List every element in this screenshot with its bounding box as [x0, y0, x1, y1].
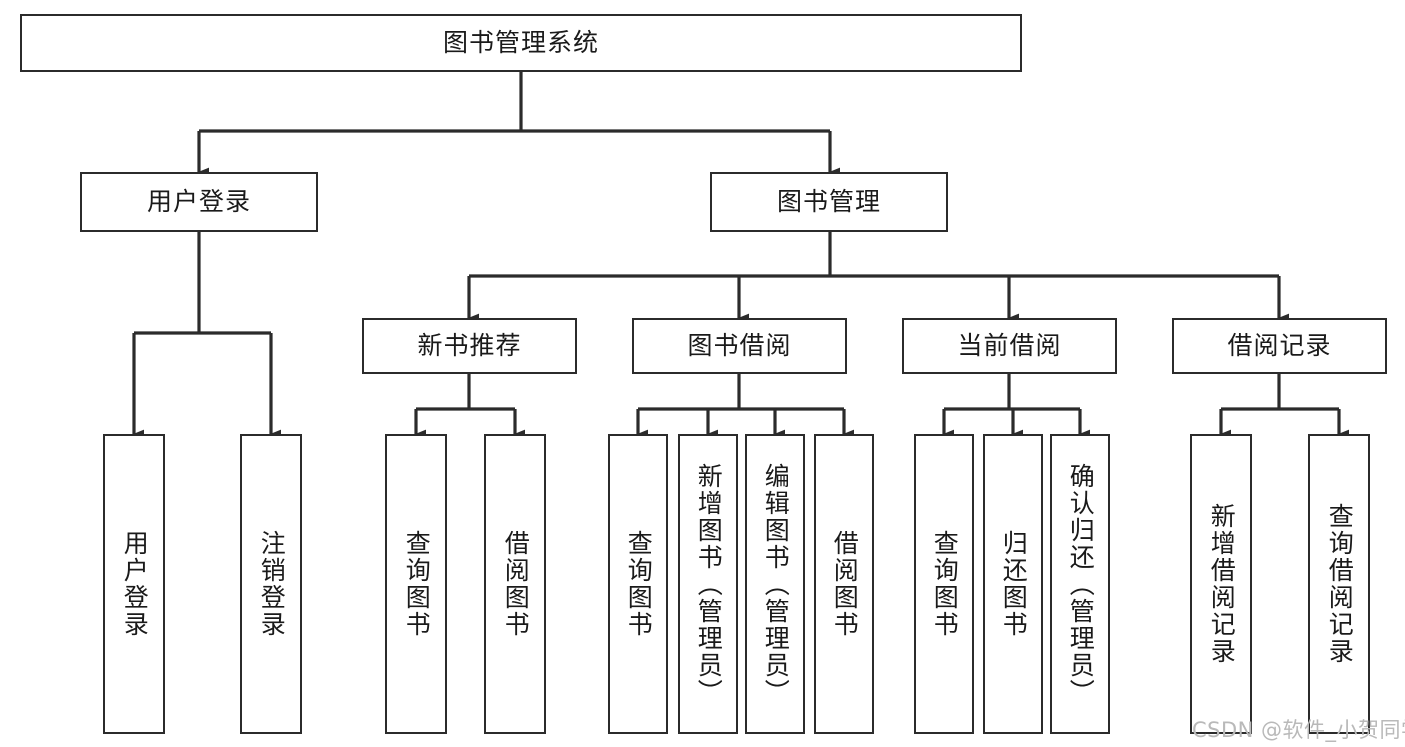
leaf-borrow-book[interactable]: 借阅图书 [814, 434, 874, 734]
node-borrow-record[interactable]: 借阅记录 [1172, 318, 1387, 374]
leaf-user-logout[interactable]: 注销登录 [240, 434, 302, 734]
node-book-borrow[interactable]: 图书借阅 [632, 318, 847, 374]
leaf-query-book-current[interactable]: 查询图书 [914, 434, 974, 734]
csdn-watermark: CSDN @软件_小贺同学 [1192, 718, 1405, 742]
node-new-book-recommend[interactable]: 新书推荐 [362, 318, 577, 374]
leaf-return-book[interactable]: 归还图书 [983, 434, 1043, 734]
leaf-query-book-recommend[interactable]: 查询图书 [385, 434, 447, 734]
leaf-add-borrow-record[interactable]: 新增借阅记录 [1190, 434, 1252, 734]
leaf-query-book-borrow[interactable]: 查询图书 [608, 434, 668, 734]
leaf-add-book-admin[interactable]: 新增图书（管理员） [678, 434, 738, 734]
node-root-system[interactable]: 图书管理系统 [20, 14, 1022, 72]
leaf-user-login[interactable]: 用户登录 [103, 434, 165, 734]
node-book-manage[interactable]: 图书管理 [710, 172, 948, 232]
node-user-login[interactable]: 用户登录 [80, 172, 318, 232]
leaf-query-borrow-record[interactable]: 查询借阅记录 [1308, 434, 1370, 734]
leaf-edit-book-admin[interactable]: 编辑图书（管理员） [745, 434, 805, 734]
node-current-borrow[interactable]: 当前借阅 [902, 318, 1117, 374]
leaf-confirm-return-admin[interactable]: 确认归还（管理员） [1050, 434, 1110, 734]
leaf-borrow-book-recommend[interactable]: 借阅图书 [484, 434, 546, 734]
